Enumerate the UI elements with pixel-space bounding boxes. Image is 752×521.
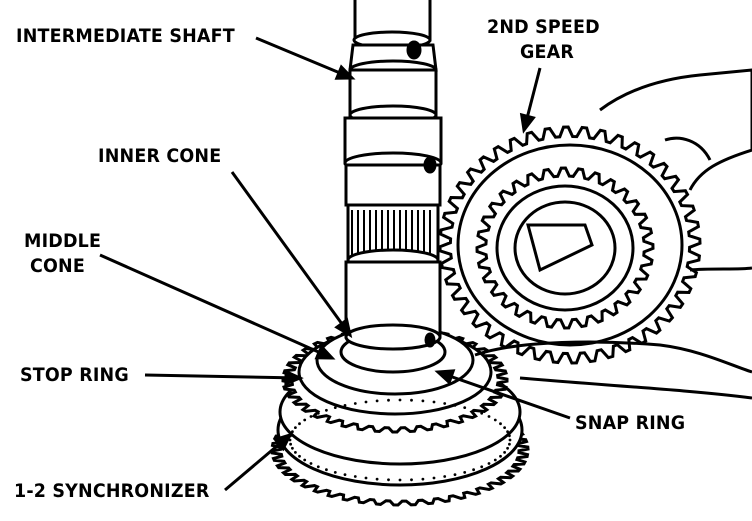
stipple-dot bbox=[289, 442, 292, 446]
stipple-dot bbox=[443, 402, 447, 405]
hand-finger-top bbox=[689, 266, 752, 272]
stipple-dot bbox=[472, 468, 475, 472]
label-second-speed-gear-line1: 2ND SPEED bbox=[487, 16, 600, 38]
stipple-dot bbox=[508, 438, 512, 442]
stipple-dot bbox=[499, 422, 502, 426]
label-intermediate-shaft: INTERMEDIATE SHAFT bbox=[16, 25, 235, 47]
stipple-dot bbox=[453, 473, 457, 476]
stipple-dot bbox=[453, 404, 457, 407]
stipple-dot bbox=[503, 426, 506, 429]
leader-second-speed-gear-arrowhead bbox=[519, 112, 536, 134]
stipple-dot bbox=[325, 408, 328, 412]
stipple-dot bbox=[387, 398, 390, 402]
leader-snap-ring-arrowhead bbox=[434, 369, 456, 385]
stipple-dot bbox=[493, 418, 497, 422]
gear-bore-spline bbox=[526, 223, 594, 273]
stipple-dot bbox=[333, 406, 337, 409]
shaft-oil-hole bbox=[423, 156, 437, 174]
stipple-dot bbox=[294, 426, 297, 429]
stipple-dot bbox=[375, 477, 379, 481]
hand-knuckle bbox=[664, 136, 712, 161]
stipple-dot bbox=[480, 465, 484, 469]
stipple-dot bbox=[353, 475, 357, 478]
stipple-dot bbox=[291, 430, 294, 434]
shaft-lower-edge bbox=[344, 323, 442, 351]
stipple-dot bbox=[506, 430, 509, 434]
label-second-speed-gear-line2: GEAR bbox=[520, 41, 575, 63]
stipple-dot bbox=[398, 478, 402, 482]
shaft-body bbox=[343, 0, 443, 351]
hand-palm-edge bbox=[519, 376, 752, 400]
stipple-dot bbox=[325, 468, 328, 472]
stipple-dot bbox=[463, 471, 467, 474]
label-middle-cone-line1: MIDDLE bbox=[24, 230, 102, 252]
stipple-dot bbox=[294, 451, 297, 454]
label-snap-ring: SNAP RING bbox=[575, 412, 686, 434]
stipple-dot bbox=[421, 399, 425, 403]
stipple-dot bbox=[480, 411, 484, 415]
stipple-dot bbox=[493, 458, 497, 462]
stipple-dot bbox=[364, 400, 368, 404]
stipple-dot bbox=[508, 442, 511, 446]
stipple-dot bbox=[309, 462, 313, 465]
hand-thumb bbox=[599, 68, 752, 191]
hand-holding-gear bbox=[474, 68, 752, 400]
label-stop-ring: STOP RING bbox=[20, 364, 129, 386]
leader-intermediate-shaft-arrowhead bbox=[334, 64, 356, 80]
stipple-dot bbox=[303, 418, 307, 422]
stipple-dot bbox=[343, 404, 347, 407]
stipple-dot bbox=[506, 446, 509, 450]
stipple-dot bbox=[487, 462, 491, 465]
stipple-dot bbox=[375, 399, 379, 403]
label-inner-cone: INNER CONE bbox=[98, 145, 222, 167]
leader-inner-cone bbox=[230, 171, 352, 336]
stipple-dot bbox=[443, 475, 447, 478]
stipple-dot bbox=[298, 422, 301, 426]
leader-lines bbox=[99, 36, 571, 492]
stipple-dot bbox=[410, 398, 413, 402]
hand-finger-lower bbox=[474, 340, 752, 374]
stipple-dot bbox=[499, 454, 502, 458]
stipple-dot bbox=[432, 476, 436, 480]
stipple-dot bbox=[472, 408, 475, 412]
stipple-dot bbox=[432, 400, 436, 404]
stipple-dot bbox=[316, 465, 320, 469]
shaft-oil-hole bbox=[406, 40, 422, 60]
leader-middle-cone-arrowhead bbox=[314, 344, 336, 360]
stipple-dot bbox=[398, 398, 402, 402]
leader-intermediate-shaft bbox=[255, 36, 353, 80]
stipple-dot bbox=[353, 402, 357, 405]
shaft-oil-hole bbox=[424, 332, 436, 348]
intermediate-shaft bbox=[343, 0, 443, 351]
label-middle-cone-line2: CONE bbox=[30, 255, 85, 277]
second-speed-gear bbox=[438, 125, 702, 365]
stipple-dot bbox=[316, 411, 320, 415]
stipple-dot bbox=[298, 454, 301, 458]
label-synchronizer: 1-2 SYNCHRONIZER bbox=[14, 480, 210, 502]
shaft-splines-top bbox=[344, 163, 442, 207]
stipple-dot bbox=[333, 471, 337, 474]
stipple-dot bbox=[410, 478, 413, 482]
leader-synchronizer-arrowhead bbox=[272, 432, 293, 452]
stipple-dot bbox=[421, 477, 425, 481]
stipple-dot bbox=[291, 446, 294, 450]
leader-inner-cone-arrowhead bbox=[334, 317, 353, 339]
stipple-dot bbox=[309, 415, 313, 418]
synchronizer-assembly bbox=[270, 324, 530, 507]
stipple-dot bbox=[364, 476, 368, 480]
leader-stop-ring-arrowhead bbox=[284, 369, 304, 386]
stipple-dot bbox=[508, 434, 511, 438]
stipple-dot bbox=[387, 478, 390, 482]
leader-middle-cone bbox=[99, 253, 333, 360]
stipple-dot bbox=[303, 458, 307, 462]
stipple-dot bbox=[503, 451, 506, 454]
stipple-dot bbox=[487, 415, 491, 418]
leader-snap-ring bbox=[437, 370, 571, 420]
stipple-dot bbox=[343, 473, 347, 476]
stipple-dot bbox=[463, 406, 467, 409]
leader-stop-ring bbox=[144, 373, 301, 380]
